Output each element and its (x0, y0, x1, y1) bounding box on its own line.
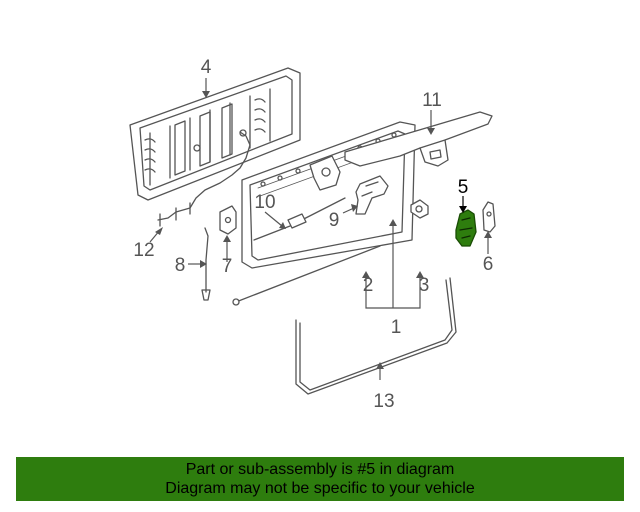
callout-9: 9 (329, 210, 340, 231)
leader-arrowheads (155, 91, 492, 369)
inner-panel-part-4 (129, 67, 301, 201)
callout-3: 3 (419, 275, 430, 296)
cable-part-8 (201, 227, 211, 301)
striker-part-6 (482, 201, 496, 233)
lower-rod-part-2 (232, 245, 381, 306)
seal-part-13 (295, 277, 457, 395)
wire-harness-part-12 (157, 131, 251, 227)
callout-10: 10 (254, 192, 275, 213)
callout-2: 2 (363, 275, 374, 296)
callout-7: 7 (222, 256, 233, 277)
upper-cap-part-11 (344, 111, 493, 167)
callout-4: 4 (201, 57, 212, 78)
parts-diagram: 4 11 5 10 9 12 8 7 6 2 3 1 13 (129, 57, 496, 412)
banner-line-1: Part or sub-assembly is #5 in diagram (185, 461, 455, 478)
callout-13: 13 (373, 391, 394, 412)
hinge-part-7 (219, 205, 237, 235)
callout-8: 8 (175, 255, 186, 276)
lock-rod-part-10 (253, 197, 346, 241)
handle-part-9 (355, 175, 389, 215)
leader-lines (149, 78, 489, 380)
callout-12: 12 (133, 240, 154, 261)
banner-line-2: Diagram may not be specific to your vehi… (165, 480, 475, 497)
info-banner: Part or sub-assembly is #5 in diagram Di… (16, 457, 624, 501)
callout-11: 11 (422, 90, 442, 111)
latch-part-5 (455, 209, 477, 247)
callout-6: 6 (483, 254, 494, 275)
callout-5: 5 (458, 177, 469, 198)
bumper-part-3 (410, 199, 429, 219)
callout-1: 1 (391, 317, 402, 338)
